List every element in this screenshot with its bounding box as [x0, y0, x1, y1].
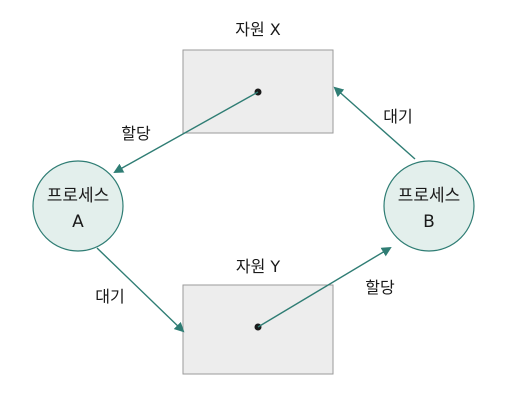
edge-x-to-a-label: 할당	[121, 124, 151, 143]
process-a-label-line1: 프로세스	[47, 186, 110, 206]
resource-y-box	[182, 284, 334, 375]
process-b-node	[383, 160, 475, 252]
edge-a-to-y-label: 대기	[95, 287, 124, 306]
process-b-label-line2: B	[423, 212, 435, 232]
process-a-node	[32, 160, 124, 252]
edge-y-to-b-arrow	[257, 246, 392, 328]
process-a-label-line2: A	[72, 212, 84, 232]
edge-a-to-y-arrow	[96, 247, 185, 333]
edge-b-to-x-arrow	[333, 86, 416, 160]
edge-b-to-x-label: 대기	[383, 107, 412, 126]
edge-x-to-a-arrow	[113, 91, 259, 173]
process-b-label-line1: 프로세스	[398, 186, 461, 206]
resource-x-label: 자원 X	[235, 20, 281, 39]
edge-y-to-b-label: 할당	[365, 278, 395, 297]
resource-y-label: 자원 Y	[236, 257, 281, 276]
